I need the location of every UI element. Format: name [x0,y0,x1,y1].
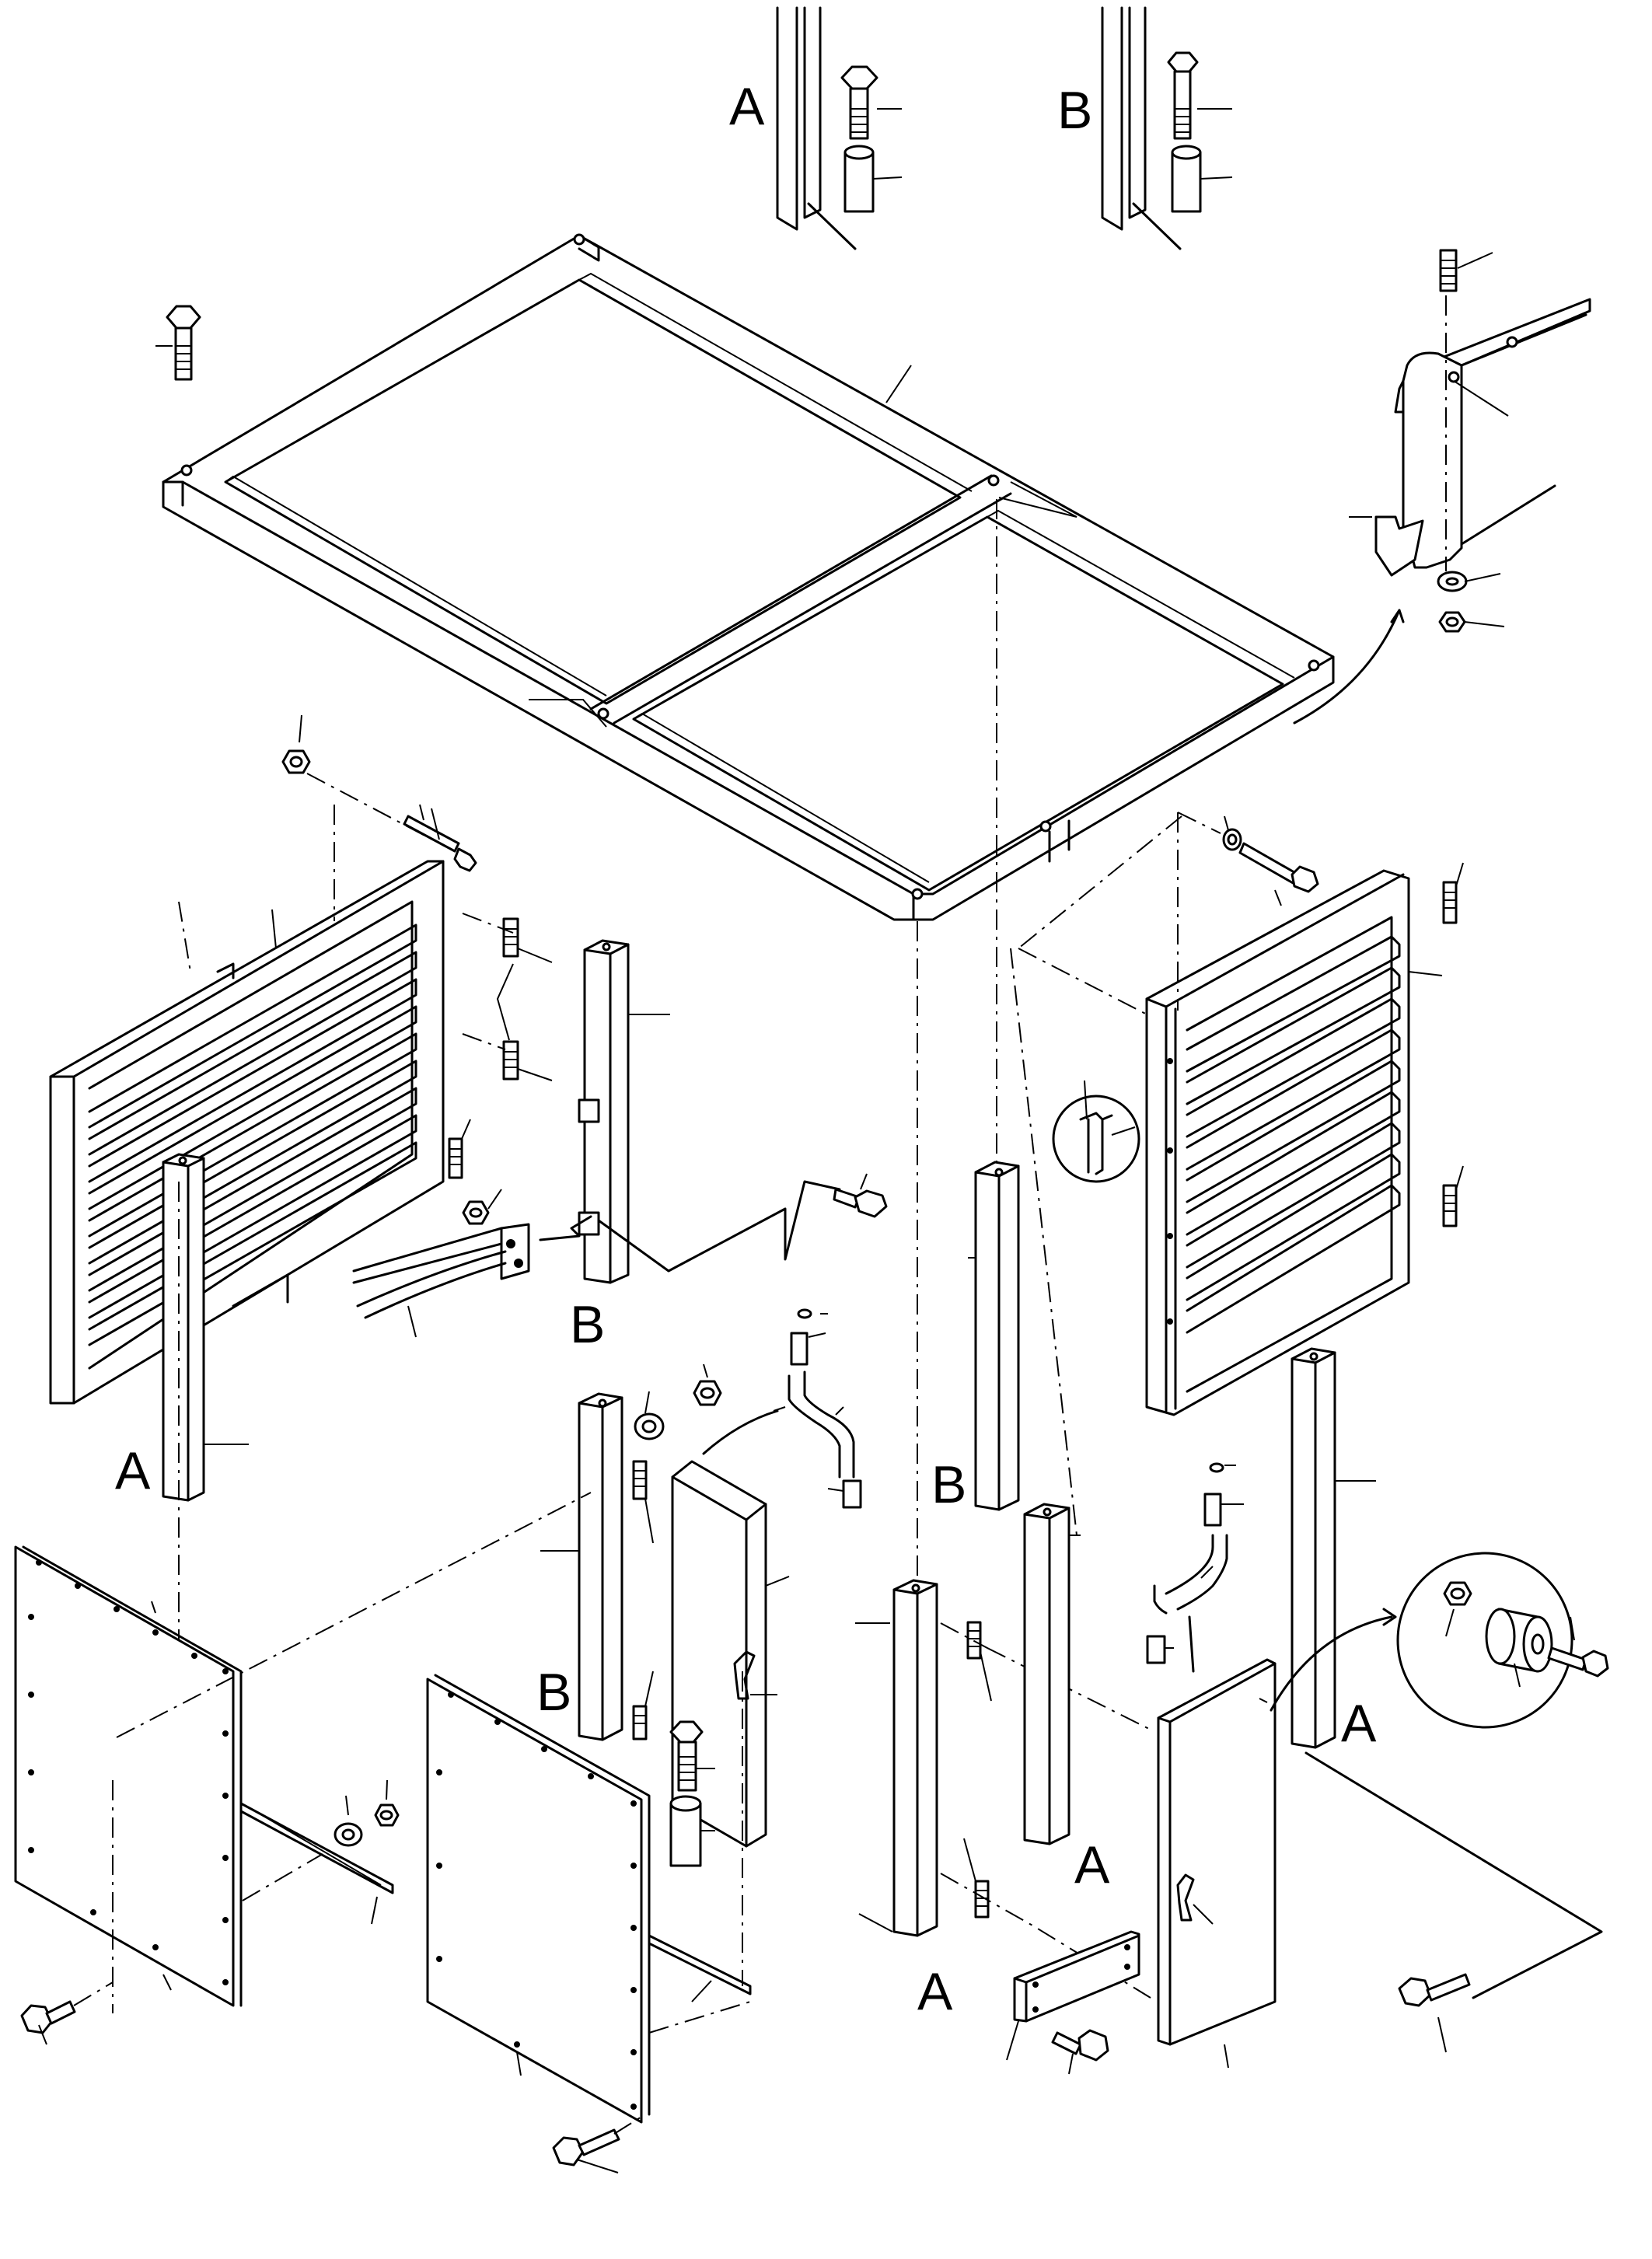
stud-icon [502,917,519,958]
fastener-detail-circle [1396,1552,1609,1729]
right-access-door [1157,1608,1397,2069]
bracket-stud-icon [1439,249,1493,292]
right-post-a-label: A [1341,1694,1377,1753]
left-door-handle-rod [788,1308,862,1509]
detail-bolt-icon [1547,1646,1609,1678]
door-post-stud-icon [632,1460,654,1544]
center-rear-spacer-icon [669,1795,715,1867]
right-panel-stud-lower-icon [1442,1165,1464,1227]
bracket-nut-icon [1438,611,1466,633]
left-panel-louvers [88,924,417,1346]
left-panel-post-a-label: A [115,1441,151,1500]
door-post-b-label: B [536,1663,571,1722]
front-post-stud-lower-icon [963,1838,990,1919]
front-post-a-right: A [1023,1503,1110,1894]
left-panel-bolt-icon [403,804,477,872]
edge-trim-detail-magnifier [1052,1080,1140,1183]
front-post-a-center: A [855,1579,953,2021]
left-rear-strap [239,1802,394,1925]
detail-a-label: A [729,77,765,136]
detail-b-label: B [1057,81,1092,140]
door-post-stud-lower-icon [632,1671,654,1741]
hinge-post-b-label: B [570,1295,605,1354]
stud-icon [448,1137,463,1179]
left-bracket-nut-icon [462,1200,490,1225]
kick-plate [1006,1930,1140,2061]
center-rear-panel [426,1674,651,2124]
right-post-a: A [1291,1347,1377,1753]
detail-b-post-connection: B [1057,6,1233,250]
left-rear-bolt-icon [20,1981,114,2045]
left-panel-nut-icon [281,714,311,774]
right-louvered-side-panel [1145,869,1443,1416]
stud-icon [502,1040,519,1081]
detail-a-bolt-icon [840,65,878,140]
front-post-a2-label: A [1074,1835,1110,1894]
right-panel-bolt-icon [1224,815,1319,906]
left-panel-studs [448,913,553,1179]
corner-bracket-detail [1293,249,1591,724]
right-panel-stud-upper-icon [1442,862,1464,924]
kick-plate-bolt-icon [1051,2029,1109,2075]
left-panel-post-a: A [115,1153,249,1502]
right-panel-washer-icon [1222,828,1242,851]
right-panel-louvers [1186,935,1401,1334]
hinge-post-b: B [539,939,841,1354]
door-post-b: B [536,1392,623,1741]
bracket-washer-icon [1437,571,1468,592]
bottom-right-bolt-icon [1398,1973,1471,2053]
detail-spacer-icon [1485,1608,1553,1673]
center-rear-panel-screws [436,1692,637,2110]
center-rear-strap [648,1934,752,2002]
door-post-nut-icon [693,1380,722,1406]
left-rear-nut-icon [374,1803,400,1827]
left-rear-washer-icon [334,1822,363,1847]
detail-b-spacer-icon [1171,145,1202,213]
top-frame [162,233,1335,921]
center-post-b: B [931,1161,1020,1514]
door-post-washer-icon [634,1412,665,1440]
left-rear-panel [14,1545,243,2007]
left-louvered-side-panel [49,805,445,1405]
front-post-a1-label: A [917,1962,953,2021]
detail-nut-icon [1443,1581,1472,1606]
hinge-post-bolt-icon [833,1173,888,1218]
right-door-handle-rod [1146,1462,1244,1673]
detail-a-spacer-icon [843,145,875,213]
front-post-stud-icon [966,1621,992,1702]
left-rear-panel-screws [28,1559,229,1985]
left-panel-hinge-bracket [352,1189,530,1338]
center-post-b-label: B [931,1455,966,1514]
detail-b-bolt-icon [1167,51,1199,140]
detail-a-post-connection: A [729,6,903,250]
top-left-bolt-icon [155,305,201,381]
center-rear-bolt-icon [552,2114,646,2173]
center-rear-hex-bolt-icon [669,1720,715,1792]
